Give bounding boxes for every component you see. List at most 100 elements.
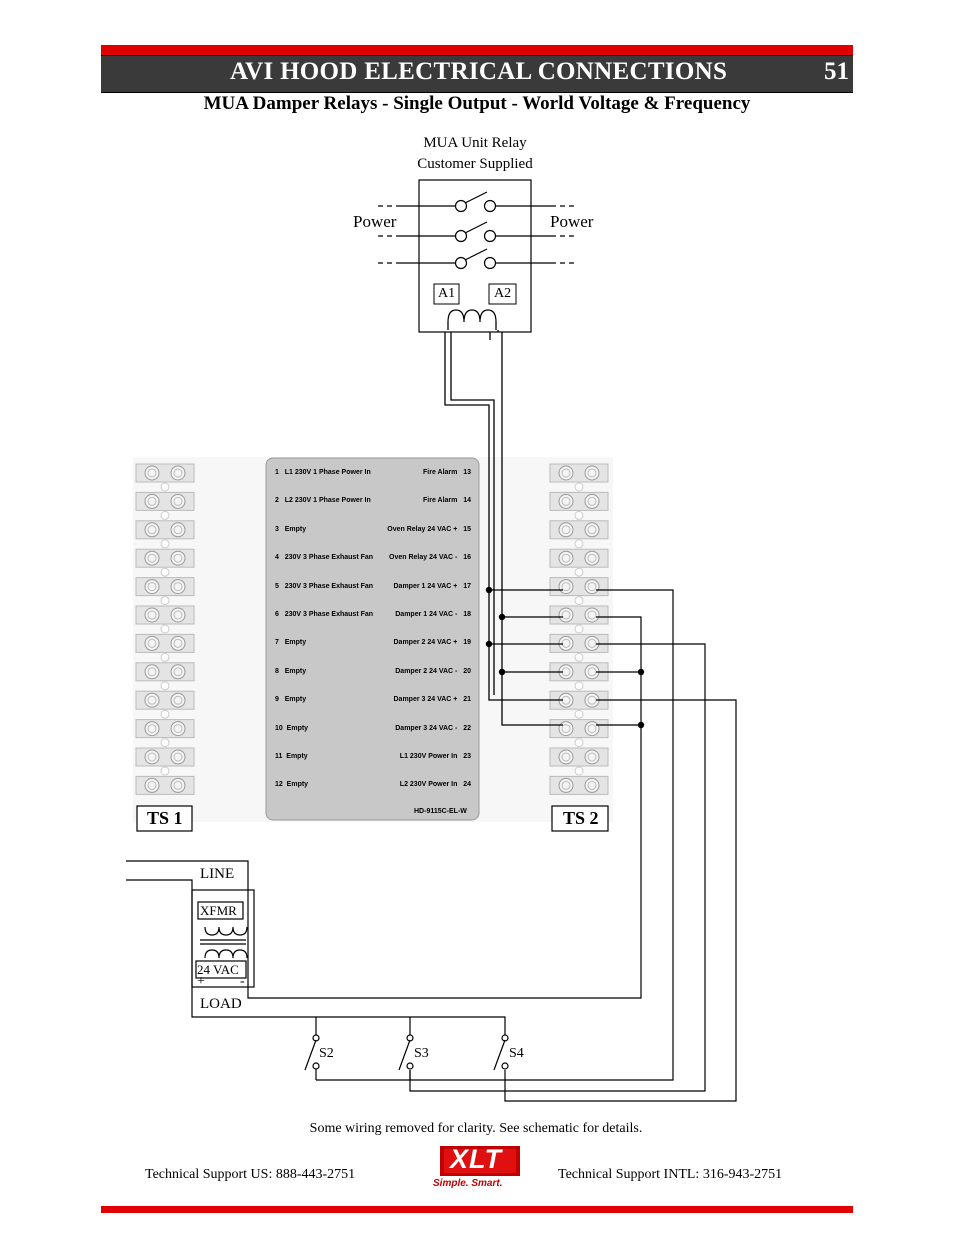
ts2-label-box [551,805,609,832]
terminal-screw [584,465,600,481]
terminal-screw [584,749,600,765]
board-terminal-label: Fire Alarm 13 [423,469,471,476]
board-terminal-label: 12 Empty [275,781,309,789]
xfmr-box [197,901,244,920]
relay-caption-2: Customer Supplied [417,156,533,172]
terminal-a2-label: A2 [494,286,512,301]
terminal-screw [170,550,186,566]
terminal-screw [170,749,186,765]
terminal-screw [584,777,600,793]
xlt-logo: XLT Simple. Smart. [430,1144,525,1190]
ts2-output-wires [247,589,737,1102]
board-terminal-label: 6 230V 3 Phase Exhaust Fan [275,611,374,618]
wiring-note: Some wiring removed for clarity. See sch… [309,1121,643,1136]
plus-label: + [197,974,205,989]
terminal-screw [144,493,160,509]
board-terminal-label: Fire Alarm 14 [423,497,471,505]
terminal-screw [584,579,600,595]
board-terminal-label: Damper 1 24 VAC - 18 [395,611,471,618]
board-terminal-label: Oven Relay 24 VAC - 16 [389,554,471,562]
support-intl: Technical Support INTL: 316-943-2751 [558,1167,783,1182]
terminal-screw [144,522,160,538]
terminal-a1-label: A1 [438,286,456,301]
terminal-screw [170,607,186,623]
terminal-screw [558,607,574,623]
terminal-a2-box [488,283,517,305]
terminal-screw [558,579,574,595]
header-red-bar [101,45,853,55]
relay-caption-1: MUA Unit Relay [423,135,527,151]
terminal-screw [170,522,186,538]
switch-s3-label: S3 [414,1046,429,1061]
ts1-terminal-strip [135,463,195,795]
vac-label: 24 VAC [197,962,239,977]
switches [304,1034,509,1081]
terminal-screw [170,664,186,680]
line-label: LINE [200,866,235,882]
terminal-screw [144,777,160,793]
board-terminal-label: 2 L2 230V 1 Phase Power In [275,497,371,505]
power-label-left: Power [353,212,397,231]
terminal-screw [558,465,574,481]
relay-box [418,179,532,333]
board-terminal-label: 8 Empty [275,667,307,675]
terminal-screw [170,579,186,595]
board-terminal-label: 4 230V 3 Phase Exhaust Fan [275,554,374,562]
terminal-screw [144,550,160,566]
transformer [126,860,506,1035]
board-terminal-label: 10 Empty [275,724,309,732]
board-terminal-label: 3 Empty [275,525,307,533]
terminal-screw [170,721,186,737]
terminal-screw [170,692,186,708]
page-number: 51 [824,58,849,85]
terminal-screw [558,777,574,793]
board-terminal-label: Damper 2 24 VAC - 20 [395,667,471,675]
board-terminal-label: 1 L1 230V 1 Phase Power In [275,469,371,476]
terminal-screw [144,692,160,708]
board-terminal-label: 7 Empty [275,639,307,647]
terminal-screw [558,749,574,765]
board-terminal-label: L2 230V Power In 24 [399,781,471,789]
footer-red-bar [101,1206,853,1213]
terminal-screw [144,579,160,595]
terminal-screw [144,664,160,680]
relay-contacts [378,191,574,270]
terminal-screw [144,465,160,481]
terminal-screw [144,721,160,737]
terminal-screw [170,777,186,793]
terminal-screw [144,635,160,651]
board-terminal-label: Damper 1 24 VAC + 17 [393,582,472,590]
title-bar [101,55,853,93]
terminal-screw [558,721,574,737]
board-terminal-label: 11 Empty [275,753,308,760]
board-terminal-label: Damper 3 24 VAC + 21 [393,696,472,704]
load-label: LOAD [200,996,242,1012]
board-terminal-label: Damper 3 24 VAC - 22 [395,724,471,732]
terminal-screw [170,493,186,509]
terminal-a1-box [433,283,460,305]
terminal-screw [584,607,600,623]
switch-s4-label: S4 [509,1046,524,1061]
terminal-screw [144,749,160,765]
page-subtitle: MUA Damper Relays - Single Output - Worl… [203,93,751,114]
damper-plus-wires [489,589,563,673]
logo-text: XLT [450,1144,502,1174]
xfmr-label: XFMR [200,903,237,918]
board-terminal-label: Damper 2 24 VAC + 19 [393,639,472,647]
terminal-screw [558,493,574,509]
relay-coil [447,309,497,323]
ts2-label: TS 2 [563,808,599,828]
switch-s2-label: S2 [319,1046,334,1061]
page-title: AVI HOOD ELECTRICAL CONNECTIONS [230,58,728,85]
board-terminal-label: 9 Empty [275,696,307,704]
terminal-screw [558,550,574,566]
board-terminal-label: L1 230V Power In 23 [399,753,471,760]
minus-label: - [240,974,245,989]
board-terminal-label: 5 230V 3 Phase Exhaust Fan [275,582,374,590]
ts1-label-box [136,805,193,832]
vac-box [195,960,247,979]
board-terminal-label: Oven Relay 24 VAC + 15 [387,525,471,533]
ts2-terminal-strip [549,463,609,795]
terminal-screw [144,607,160,623]
